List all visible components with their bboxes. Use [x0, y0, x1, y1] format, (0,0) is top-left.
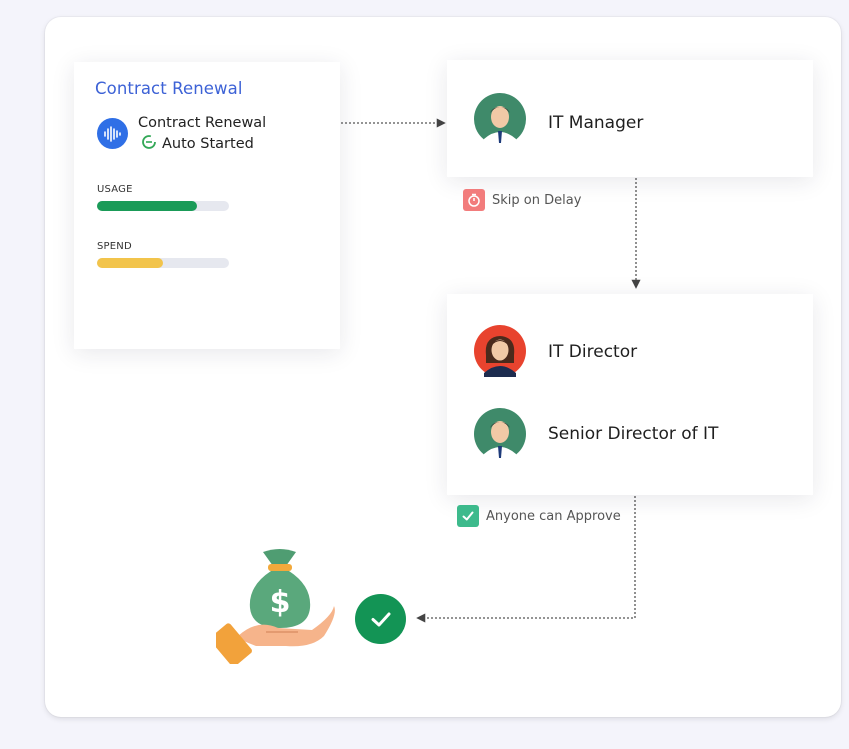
contract-renewal-card[interactable]: Contract Renewal Contract Renewal Auto S…: [74, 62, 340, 349]
auto-start-icon: [141, 134, 157, 154]
status-text: Auto Started: [162, 136, 254, 152]
timer-icon: [463, 189, 485, 211]
money-bag-hand-icon: $: [216, 549, 335, 664]
card-title: Contract Renewal: [95, 79, 243, 98]
it-manager-label: IT Manager: [548, 113, 644, 133]
svg-text:$: $: [270, 585, 291, 620]
audio-wave-icon: [97, 118, 128, 149]
skip-on-delay-tag: Skip on Delay: [463, 189, 581, 211]
male-avatar-icon: [474, 93, 526, 145]
spend-bar: [97, 258, 229, 268]
check-icon: [355, 594, 406, 644]
senior-director-label: Senior Director of IT: [548, 424, 719, 444]
spend-label: SPEND: [97, 241, 132, 252]
male-avatar-icon: [474, 408, 526, 460]
auto-started-status: Auto Started: [141, 134, 254, 154]
spend-bar-fill: [97, 258, 163, 268]
it-manager-card[interactable]: IT Manager: [447, 60, 813, 177]
female-avatar-icon: [474, 325, 526, 377]
it-director-card[interactable]: IT Director Senior Director of IT: [447, 294, 813, 495]
anyone-can-approve-label: Anyone can Approve: [486, 508, 621, 524]
app-name: Contract Renewal: [138, 115, 267, 131]
it-director-label: IT Director: [548, 342, 638, 362]
usage-label: USAGE: [97, 184, 133, 195]
anyone-can-approve-tag: Anyone can Approve: [457, 505, 621, 527]
usage-bar: [97, 201, 229, 211]
usage-bar-fill: [97, 201, 198, 211]
skip-on-delay-label: Skip on Delay: [492, 192, 582, 208]
checkbox-icon: [457, 505, 479, 527]
